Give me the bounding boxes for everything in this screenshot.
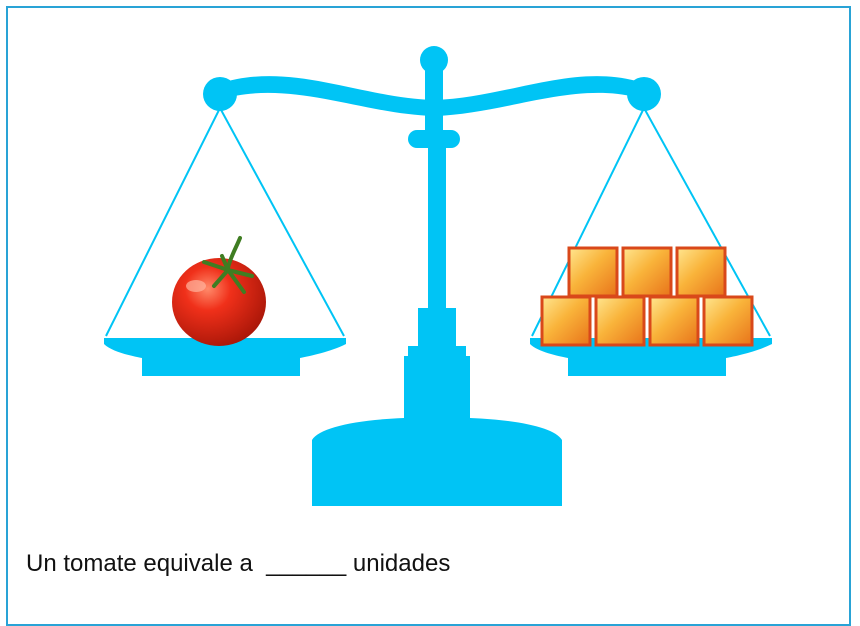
pillar-middle [428,146,446,310]
beam-right-knob [627,77,661,111]
tomato-stem [202,236,254,294]
unit-cube [702,295,754,347]
pillar-step-1 [418,308,456,348]
unit-cube [621,246,673,298]
tomato [172,236,266,346]
right-pan [530,338,772,376]
scale-base [312,410,562,506]
pillar-upper [425,62,443,132]
left-pan-string [105,107,221,337]
unit-cube [648,295,700,347]
pillar-step-2 [408,346,466,356]
unit-cube [675,246,727,298]
left-pan-string [219,107,345,337]
pillar-collar [408,130,460,148]
unit-cube [567,246,619,298]
tomato-highlight [186,280,206,292]
cube-stack [540,246,754,347]
unit-cube [540,295,592,347]
left-pan [104,338,346,376]
tomato-body [172,258,266,346]
balance-scale [104,46,772,506]
scale-beam [218,76,646,116]
question-text: Un tomate equivale a ______ unidades [26,550,451,577]
beam-left-knob [203,77,237,111]
unit-cube [594,295,646,347]
pillar-lower [404,356,470,410]
